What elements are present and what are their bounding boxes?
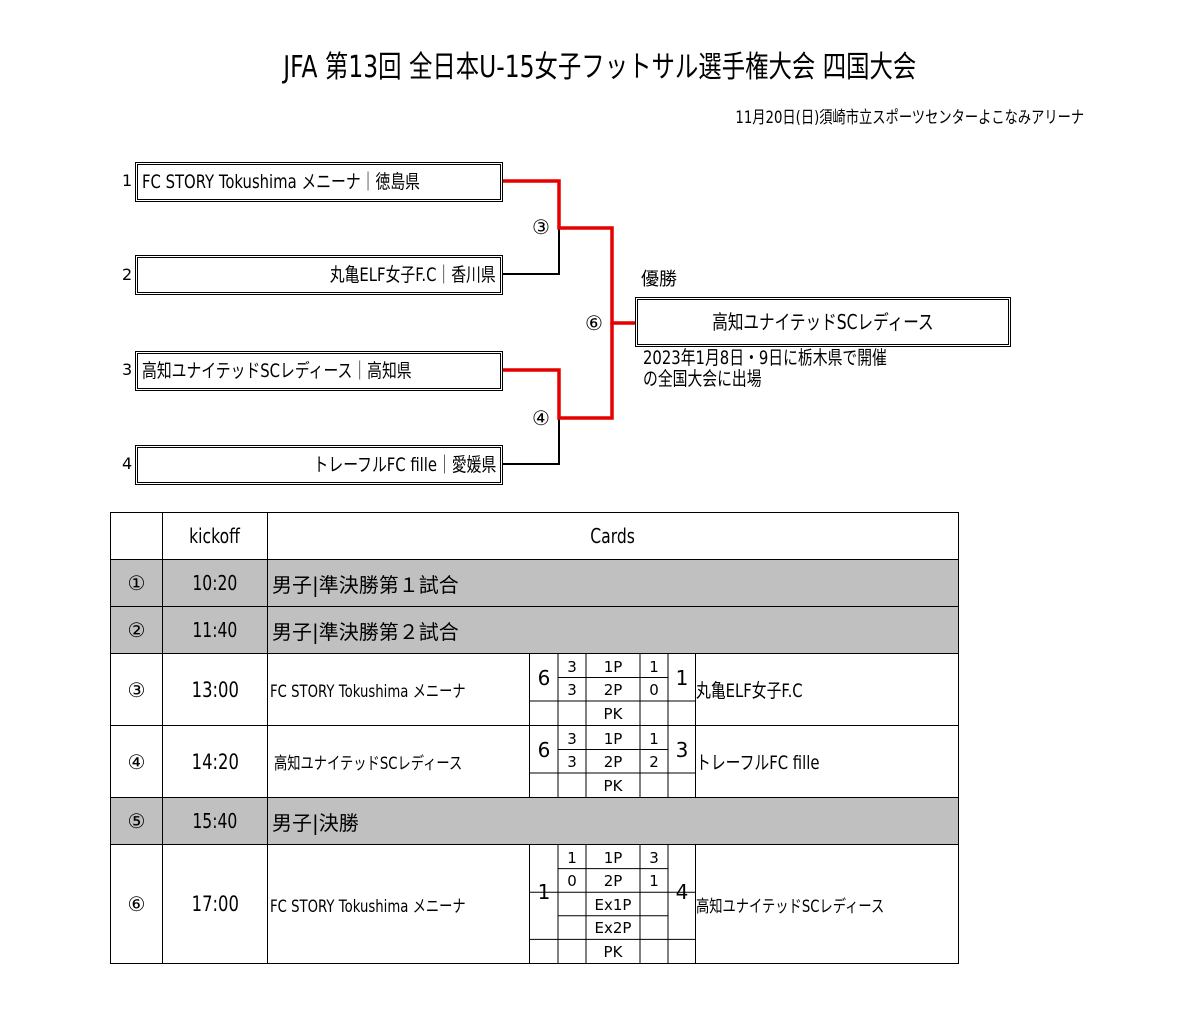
period-label: 1P bbox=[604, 730, 623, 748]
line-seed3-win bbox=[503, 323, 614, 420]
home-period-score: 0 bbox=[567, 872, 577, 890]
match-description: 男子|決勝 bbox=[267, 797, 959, 845]
seed-number: 2 bbox=[122, 265, 133, 284]
line-seed4 bbox=[503, 418, 560, 465]
match-number: ③ bbox=[110, 653, 163, 726]
schedule-table: kickoff Cards ① 10:20 男子|準決勝第１試合 ② 11:40… bbox=[110, 512, 959, 964]
match-number: ⑥ bbox=[110, 844, 163, 964]
home-team: FC STORY Tokushima メニーナ bbox=[267, 844, 530, 964]
bracket-team-1: FC STORY Tokushima メニーナ｜徳島県 bbox=[135, 162, 503, 202]
table-row: ② 11:40 男子|準決勝第２試合 bbox=[110, 606, 959, 654]
away-team: 丸亀ELF女子F.C bbox=[695, 653, 959, 726]
away-period-score: 2 bbox=[649, 753, 659, 771]
seed-number: 1 bbox=[122, 171, 133, 190]
away-team: 高知ユナイテッドSCレディース bbox=[695, 844, 959, 964]
kickoff-time: 11:40 bbox=[162, 606, 268, 654]
home-total: 1 bbox=[538, 880, 551, 904]
kickoff-time: 13:00 bbox=[162, 653, 268, 726]
period-label: Ex1P bbox=[595, 896, 632, 914]
away-period-score: 0 bbox=[649, 681, 659, 699]
away-team: トレーフルFC fille bbox=[695, 725, 959, 798]
table-row: ① 10:20 男子|準決勝第１試合 bbox=[110, 559, 959, 607]
match-description: 男子|準決勝第１試合 bbox=[267, 559, 959, 607]
home-period-score: 3 bbox=[567, 730, 577, 748]
home-team: 高知ユナイテッドSCレディース bbox=[267, 725, 530, 798]
away-period-score: 1 bbox=[649, 658, 659, 676]
bracket-team-2: 丸亀ELF女子F.C｜香川県 bbox=[135, 255, 503, 295]
header-cards: Cards bbox=[267, 512, 959, 560]
bracket-team-3: 高知ユナイテッドSCレディース｜高知県 bbox=[135, 351, 503, 391]
kickoff-time: 17:00 bbox=[162, 844, 268, 964]
home-period-score: 3 bbox=[567, 753, 577, 771]
period-label: 2P bbox=[604, 872, 623, 890]
bracket-lines bbox=[503, 179, 635, 465]
home-total: 6 bbox=[538, 666, 551, 690]
away-period-score: 3 bbox=[649, 849, 659, 867]
match-label-6: ⑥ bbox=[585, 311, 603, 335]
kickoff-time: 15:40 bbox=[162, 797, 268, 845]
kickoff-time: 10:20 bbox=[162, 559, 268, 607]
seed-number: 4 bbox=[122, 454, 133, 473]
bracket-team-4: トレーフルFC fille｜愛媛県 bbox=[135, 445, 503, 485]
away-total: 3 bbox=[676, 738, 689, 762]
period-label: PK bbox=[604, 777, 624, 795]
home-total: 6 bbox=[538, 738, 551, 762]
score-grid: 6 1 3 1P 1 3 2P 0 PK bbox=[530, 654, 696, 725]
period-label: PK bbox=[604, 705, 624, 723]
period-label: 1P bbox=[604, 849, 623, 867]
match-number: ① bbox=[110, 559, 163, 607]
match-number: ④ bbox=[110, 725, 163, 798]
match-description: 男子|準決勝第２試合 bbox=[267, 606, 959, 654]
seed-number: 3 bbox=[122, 360, 133, 379]
home-team: FC STORY Tokushima メニーナ bbox=[267, 653, 530, 726]
home-period-score: 3 bbox=[567, 658, 577, 676]
away-total: 4 bbox=[676, 880, 689, 904]
score-box: 6 1 3 1P 1 3 2P 0 PK bbox=[529, 653, 696, 726]
period-label: Ex2P bbox=[595, 919, 632, 937]
table-row: ⑥ 17:00 FC STORY Tokushima メニーナ 1 4 1 1P bbox=[110, 844, 959, 964]
away-total: 1 bbox=[676, 666, 689, 690]
home-period-score: 3 bbox=[567, 681, 577, 699]
table-row: ⑤ 15:40 男子|決勝 bbox=[110, 797, 959, 845]
champion-note: 2023年1月8日・9日に栃木県で開催 の全国大会に出場 bbox=[643, 347, 887, 390]
match-number: ⑤ bbox=[110, 797, 163, 845]
score-box: 1 4 1 1P 3 0 2P 1 Ex1P Ex2P PK bbox=[529, 844, 696, 964]
header-num bbox=[110, 512, 163, 560]
score-grid: 1 4 1 1P 3 0 2P 1 Ex1P Ex2P PK bbox=[530, 845, 696, 963]
score-grid: 6 3 3 1P 1 3 2P 2 PK bbox=[530, 726, 696, 797]
line-seed2 bbox=[503, 228, 560, 275]
venue-date: 11月20日(日)須崎市立スポーツセンターよこなみアリーナ bbox=[735, 108, 1084, 128]
table-header-row: kickoff Cards bbox=[110, 512, 959, 560]
line-seed1-win bbox=[503, 179, 635, 325]
page-title: JFA 第13回 全日本U-15女子フットサル選手権大会 四国大会 bbox=[283, 50, 917, 85]
period-label: 2P bbox=[604, 681, 623, 699]
score-box: 6 3 3 1P 1 3 2P 2 PK bbox=[529, 725, 696, 798]
period-label: PK bbox=[604, 943, 624, 961]
away-period-score: 1 bbox=[649, 872, 659, 890]
table-row: ③ 13:00 FC STORY Tokushima メニーナ 6 1 3 1P… bbox=[110, 653, 959, 726]
match-label-4: ④ bbox=[532, 406, 550, 430]
home-period-score: 1 bbox=[567, 849, 577, 867]
period-label: 2P bbox=[604, 753, 623, 771]
match-label-3: ③ bbox=[532, 215, 550, 239]
kickoff-time: 14:20 bbox=[162, 725, 268, 798]
away-period-score: 1 bbox=[649, 730, 659, 748]
header-kickoff: kickoff bbox=[162, 512, 268, 560]
champion-box: 高知ユナイテッドSCレディース bbox=[635, 297, 1011, 347]
champion-label: 優勝 bbox=[641, 269, 677, 290]
table-row: ④ 14:20 高知ユナイテッドSCレディース 6 3 3 1P 1 3 2P bbox=[110, 725, 959, 798]
period-label: 1P bbox=[604, 658, 623, 676]
match-number: ② bbox=[110, 606, 163, 654]
